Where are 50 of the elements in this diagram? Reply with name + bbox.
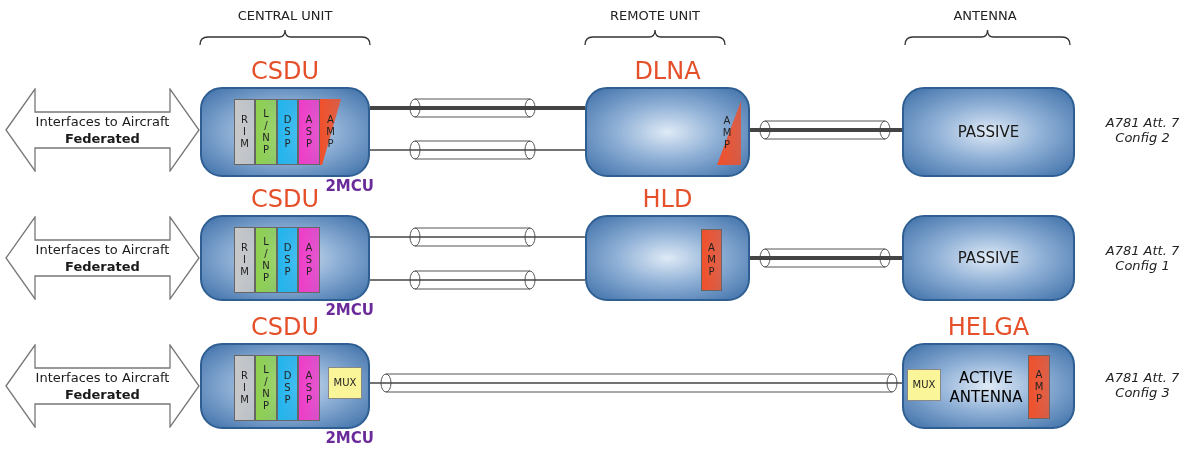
unit-title: CSDU bbox=[249, 313, 320, 341]
interface-type: Federated bbox=[65, 386, 140, 403]
cable-line bbox=[369, 236, 586, 238]
cable-line bbox=[750, 256, 902, 260]
interface-block bbox=[5, 88, 200, 172]
module-block: DSP bbox=[277, 227, 298, 293]
module-block: DSP bbox=[277, 355, 298, 421]
column-heading: CENTRAL UNIT bbox=[236, 8, 334, 23]
module-block: RIM bbox=[234, 227, 255, 293]
cable-line bbox=[369, 149, 586, 151]
unit-caption: 2MCU bbox=[325, 301, 374, 319]
module-block: L/NP bbox=[255, 99, 277, 165]
mux-block: MUX bbox=[328, 367, 362, 399]
module-block: L/NP bbox=[255, 227, 277, 293]
module-block: AMP bbox=[701, 229, 722, 291]
column-heading: REMOTE UNIT bbox=[609, 8, 701, 23]
unit-title: HLD bbox=[641, 185, 694, 213]
column-heading: ANTENNA bbox=[952, 8, 1018, 23]
unit-caption: 2MCU bbox=[325, 177, 374, 195]
cable-line bbox=[370, 106, 585, 110]
configuration-label: A781 Att. 7 Config 2 bbox=[1104, 115, 1181, 145]
module-block: AMP bbox=[1028, 355, 1050, 419]
cable-line bbox=[750, 128, 902, 132]
cable-line bbox=[369, 279, 586, 281]
interface-block bbox=[5, 344, 200, 428]
unit-text: PASSIVE bbox=[957, 122, 1020, 142]
unit-title: DLNA bbox=[633, 57, 702, 85]
interface-block bbox=[5, 216, 200, 300]
interface-label: Interfaces to Aircraft bbox=[35, 113, 170, 130]
module-block: DSP bbox=[277, 99, 298, 165]
module-block: ASP bbox=[298, 355, 320, 421]
unit-title: HELGA bbox=[946, 313, 1031, 341]
interface-type: Federated bbox=[65, 130, 140, 147]
interface-label: Interfaces to Aircraft bbox=[35, 241, 170, 258]
module-block: ASP bbox=[298, 99, 320, 165]
unit-text: ACTIVE ANTENNA bbox=[948, 369, 1024, 407]
interface-label: Interfaces to Aircraft bbox=[35, 369, 170, 386]
configuration-label: A781 Att. 7 Config 1 bbox=[1104, 243, 1181, 273]
module-block: RIM bbox=[234, 355, 255, 421]
unit-box bbox=[902, 215, 1075, 301]
unit-box bbox=[902, 87, 1075, 177]
module-block: RIM bbox=[234, 99, 255, 165]
module-block: ASP bbox=[298, 227, 320, 293]
unit-text: PASSIVE bbox=[957, 248, 1020, 268]
module-block: L/NP bbox=[255, 355, 277, 421]
configuration-label: A781 Att. 7 Config 3 bbox=[1104, 370, 1181, 400]
interface-type: Federated bbox=[65, 258, 140, 275]
mux-block: MUX bbox=[907, 369, 941, 401]
unit-title: CSDU bbox=[249, 57, 320, 85]
unit-caption: 2MCU bbox=[325, 429, 374, 447]
